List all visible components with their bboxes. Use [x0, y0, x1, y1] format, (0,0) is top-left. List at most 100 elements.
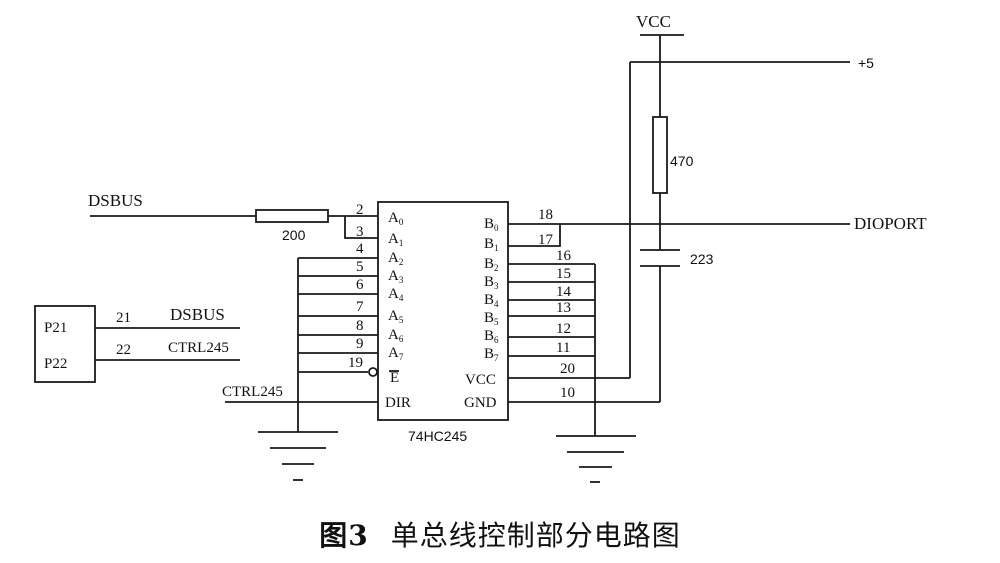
left-pins: 2 A0 3 A1 4 A2 5 A3 6 A4 7 A5 8: [222, 202, 411, 411]
left-pin-a0: 2 A0: [356, 202, 404, 227]
pin-letter: B: [484, 328, 494, 344]
ic-74hc245: 74HC245: [377, 201, 509, 444]
pin2-pin3-jumper: [344, 216, 378, 239]
ctrl245-connector-label: CTRL245: [168, 340, 229, 356]
resistor-470-value: 470: [670, 153, 694, 169]
pin-label: GND: [464, 395, 497, 411]
pin-number: 20: [560, 361, 575, 377]
pin-number: 7: [356, 299, 364, 315]
left-pin-a2: 4 A2: [298, 241, 403, 267]
pin-subscript: 2: [399, 257, 404, 267]
right-pin-b5: B5 13: [484, 300, 595, 327]
pin-number: 16: [556, 248, 572, 264]
pin-subscript: 6: [399, 334, 404, 344]
pin-label: B6: [484, 328, 499, 345]
chip-name: 74HC245: [408, 428, 467, 444]
right-pins: B0 18 B1 17 B2 16 B3 15 B4 14 B5 13: [464, 207, 660, 411]
left-pin-a1: 3 A1: [356, 224, 403, 248]
pin-label: E: [390, 370, 399, 386]
pin-subscript: 2: [494, 263, 499, 273]
resistor-200-value: 200: [282, 227, 306, 243]
pin-subscript: 0: [399, 217, 404, 227]
pin-letter: A: [388, 345, 399, 361]
dsbus-connector-label: DSBUS: [170, 305, 225, 324]
left-pin-a3: 5 A3: [298, 259, 404, 285]
pin-label: VCC: [465, 372, 496, 388]
pin-number: 10: [560, 385, 575, 401]
pin-label: B4: [484, 292, 499, 309]
pin-subscript: 7: [399, 352, 404, 362]
pin-label: A7: [388, 345, 404, 362]
right-pin-b7: B7 11: [484, 340, 595, 363]
left-pin-a5: 7 A5: [298, 299, 404, 325]
left-pin-dir: DIR CTRL245: [222, 384, 411, 411]
right-pin-b3: B3 15: [484, 266, 595, 291]
pin-subscript: 4: [399, 293, 404, 303]
right-ground-bus: [556, 264, 636, 483]
dioport-label: DIOPORT: [854, 214, 927, 233]
left-pin-e: 19 E: [298, 355, 399, 386]
right-pin-b4: B4 14: [484, 284, 595, 309]
pin-subscript: 6: [494, 335, 499, 345]
right-pin-b6: B6 12: [484, 321, 595, 345]
connector-pin-number: 21: [116, 310, 131, 326]
pin-label: B0: [484, 216, 499, 233]
pin-label: A3: [388, 268, 404, 285]
pin-subscript: 1: [399, 238, 404, 248]
right-pin-b0: B0 18: [484, 207, 553, 233]
pin-letter: A: [388, 231, 399, 247]
pin-letter: B: [484, 292, 494, 308]
plus5-net: +5: [629, 55, 874, 378]
pin-label: B2: [484, 256, 499, 273]
pin-letter: A: [388, 210, 399, 226]
pin-label: A5: [388, 308, 404, 325]
pin-letter: A: [388, 286, 399, 302]
connector-pin-label: P21: [44, 320, 67, 336]
figure-number: 图3: [319, 519, 369, 552]
pin-number: 2: [356, 202, 364, 218]
pin-label: A2: [388, 250, 403, 267]
resistor-470: 470: [652, 116, 694, 250]
pin-subscript: 3: [399, 275, 404, 285]
capacitor-223-value: 223: [690, 251, 714, 267]
right-pin-gnd: GND 10: [464, 385, 660, 411]
pin-letter: B: [484, 346, 494, 362]
pin-label: A0: [388, 210, 404, 227]
pin-number: 13: [556, 300, 571, 316]
right-pin-b2: B2 16: [484, 248, 595, 273]
pin-number: 17: [538, 232, 554, 248]
pin-number: 14: [556, 284, 572, 300]
pin-subscript: 5: [399, 315, 404, 325]
connector-pin-number: 22: [116, 342, 131, 358]
pin-letter: A: [388, 327, 399, 343]
dsbus-input: DSBUS 200: [88, 191, 378, 243]
pin-subscript: 4: [494, 299, 499, 309]
pin-letter: A: [388, 250, 399, 266]
pin-letter: B: [484, 236, 494, 252]
right-pin-vcc: VCC 20: [465, 361, 630, 388]
pin-number: 19: [348, 355, 363, 371]
pin-label: B7: [484, 346, 499, 363]
dsbus-left-label: DSBUS: [88, 191, 143, 210]
pin-letter: B: [484, 274, 494, 290]
pin-subscript: 0: [494, 223, 499, 233]
pin-letter: B: [484, 310, 494, 326]
pin-number: 9: [356, 336, 364, 352]
pin-subscript: 5: [494, 317, 499, 327]
pin-label: A4: [388, 286, 404, 303]
pin-letter: B: [484, 256, 494, 272]
pin-number: 5: [356, 259, 364, 275]
pin-number: 8: [356, 318, 364, 334]
pin-subscript: 7: [494, 353, 499, 363]
left-ground-bus: [258, 258, 338, 481]
pin-label: B5: [484, 310, 499, 327]
vcc-label: VCC: [636, 12, 671, 31]
connector-pin-label: P22: [44, 356, 67, 372]
capacitor-223: 223: [640, 249, 714, 402]
pin-number: 12: [556, 321, 571, 337]
pin-label: DIR: [385, 395, 411, 411]
pin-letter: B: [484, 216, 494, 232]
ctrl245-left-label: CTRL245: [222, 384, 283, 400]
